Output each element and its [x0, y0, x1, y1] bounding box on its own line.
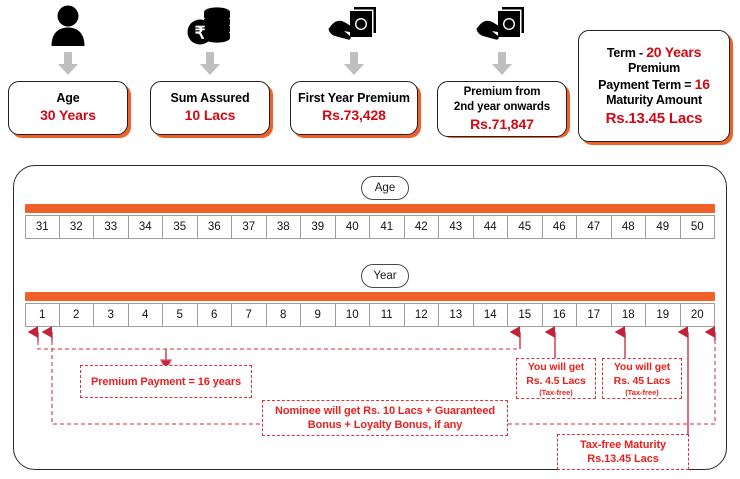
card-term-summary-body: Term - 20 Years Premium Payment Term = 1… — [578, 30, 730, 142]
ppt-line: Payment Term = 16 — [598, 75, 710, 94]
callout-nominee-line1: Nominee will get Rs. 10 Lacs + Guarantee… — [275, 405, 495, 417]
age-cell[interactable]: 37 — [232, 215, 267, 239]
card-sum-assured-value: 10 Lacs — [184, 107, 236, 123]
coins-rupee-icon: ₹ — [150, 4, 270, 48]
arrow-down-icon-sum-assured — [150, 52, 270, 78]
card-renewal-premium-label-line1: Premium from — [463, 85, 541, 98]
age-row: 31 32 33 34 35 36 37 38 39 40 41 42 43 4… — [25, 215, 715, 239]
card-age-body: Age 30 Years — [8, 81, 128, 135]
card-renewal-premium-body: Premium from 2nd year onwards Rs.71,847 — [437, 81, 567, 137]
year-row: 1 2 3 4 5 6 7 8 9 10 11 12 13 14 15 16 1… — [25, 303, 715, 327]
year-cell[interactable]: 3 — [94, 303, 129, 327]
callout-payout-year18-line1: You will get — [613, 360, 671, 373]
year-cell[interactable]: 18 — [611, 303, 646, 327]
card-renewal-premium-value: Rs.71,847 — [470, 115, 534, 132]
age-cell[interactable]: 34 — [128, 215, 163, 239]
year-cell[interactable]: 12 — [404, 303, 439, 327]
callout-maturity: Tax-free Maturity Rs.13.45 Lacs — [557, 434, 689, 470]
year-cell[interactable]: 14 — [473, 303, 508, 327]
year-cell[interactable]: 10 — [335, 303, 370, 327]
term-value: 20 Years — [646, 43, 702, 60]
age-cell[interactable]: 36 — [197, 215, 232, 239]
year-cell[interactable]: 16 — [542, 303, 577, 327]
age-cell[interactable]: 48 — [611, 215, 646, 239]
card-renewal-premium-label-line2: 2nd year onwards — [453, 100, 551, 113]
ppt-label: Payment Term = — [598, 77, 695, 92]
callout-payout-year16-note: (Tax-free) — [539, 387, 573, 397]
age-track-bar — [25, 204, 715, 213]
callout-nominee: Nominee will get Rs. 10 Lacs + Guarantee… — [262, 400, 508, 436]
age-pill-label: Age — [361, 176, 409, 200]
year-track-bar — [25, 292, 715, 301]
callout-payout-year18-line2: Rs. 45 Lacs — [613, 374, 671, 387]
callout-payout-year16: You will get Rs. 4.5 Lacs (Tax-free) — [516, 358, 596, 399]
year-cell[interactable]: 9 — [301, 303, 336, 327]
callout-maturity-line1: Tax-free Maturity — [579, 439, 667, 451]
ppt-value: 16 — [694, 75, 710, 92]
callout-maturity-line2: Rs.13.45 Lacs — [587, 453, 659, 465]
callout-payout-year18: You will get Rs. 45 Lacs (Tax-free) — [602, 358, 682, 399]
age-cell[interactable]: 50 — [680, 215, 715, 239]
year-cell[interactable]: 19 — [646, 303, 681, 327]
year-cell[interactable]: 2 — [59, 303, 94, 327]
svg-text:₹: ₹ — [195, 24, 206, 43]
year-cell[interactable]: 13 — [439, 303, 474, 327]
person-icon — [8, 4, 128, 48]
summary-cards-row: Age 30 Years ₹ — [0, 0, 740, 152]
age-cell[interactable]: 31 — [25, 215, 60, 239]
premium-label: Premium — [627, 61, 681, 75]
year-pill-label: Year — [361, 264, 409, 288]
term-line: Term - 20 Years — [606, 43, 702, 62]
age-cell[interactable]: 33 — [94, 215, 129, 239]
age-cell[interactable]: 38 — [266, 215, 301, 239]
hand-cash-icon — [290, 4, 418, 48]
arrow-down-icon-first-premium — [290, 52, 418, 78]
hand-cash-icon — [437, 4, 567, 48]
age-cell[interactable]: 40 — [335, 215, 370, 239]
age-cell[interactable]: 41 — [370, 215, 405, 239]
age-cell[interactable]: 49 — [646, 215, 681, 239]
age-cell[interactable]: 32 — [59, 215, 94, 239]
age-cell[interactable]: 35 — [163, 215, 198, 239]
year-cell[interactable]: 6 — [197, 303, 232, 327]
callout-premium-payment-text: Premium Payment = 16 years — [91, 375, 241, 388]
age-cell[interactable]: 46 — [542, 215, 577, 239]
card-age-label: Age — [56, 91, 80, 105]
year-cell[interactable]: 15 — [508, 303, 543, 327]
year-cell[interactable]: 8 — [266, 303, 301, 327]
age-cell[interactable]: 39 — [301, 215, 336, 239]
maturity-label: Maturity Amount — [606, 93, 702, 107]
year-cell[interactable]: 7 — [232, 303, 267, 327]
age-cell[interactable]: 44 — [473, 215, 508, 239]
callout-premium-payment: Premium Payment = 16 years — [80, 365, 252, 398]
card-first-year-premium-value: Rs.73,428 — [322, 107, 386, 123]
card-sum-assured-label: Sum Assured — [170, 91, 250, 105]
year-cell[interactable]: 20 — [680, 303, 715, 327]
arrow-down-icon-age — [8, 52, 128, 78]
maturity-value: Rs.13.45 Lacs — [605, 109, 703, 127]
card-first-year-premium-label: First Year Premium — [298, 91, 410, 105]
term-label: Term - — [606, 45, 647, 60]
age-cell[interactable]: 43 — [439, 215, 474, 239]
arrow-down-icon-renewal-premium — [437, 52, 567, 78]
callout-payout-year16-line1: You will get — [527, 360, 585, 373]
callout-payout-year16-line2: Rs. 4.5 Lacs — [526, 374, 586, 387]
card-first-year-premium-body: First Year Premium Rs.73,428 — [290, 81, 418, 135]
age-cell[interactable]: 47 — [577, 215, 612, 239]
year-cell[interactable]: 1 — [25, 303, 60, 327]
year-cell[interactable]: 5 — [163, 303, 198, 327]
card-age-value: 30 Years — [40, 107, 96, 123]
callout-nominee-line2: Bonus + Loyalty Bonus, if any — [307, 419, 463, 431]
card-sum-assured-body: Sum Assured 10 Lacs — [150, 81, 270, 135]
year-cell[interactable]: 17 — [577, 303, 612, 327]
callout-payout-year18-note: (Tax-free) — [625, 387, 659, 397]
year-cell[interactable]: 4 — [128, 303, 163, 327]
age-cell[interactable]: 45 — [508, 215, 543, 239]
year-cell[interactable]: 11 — [370, 303, 405, 327]
age-cell[interactable]: 42 — [404, 215, 439, 239]
